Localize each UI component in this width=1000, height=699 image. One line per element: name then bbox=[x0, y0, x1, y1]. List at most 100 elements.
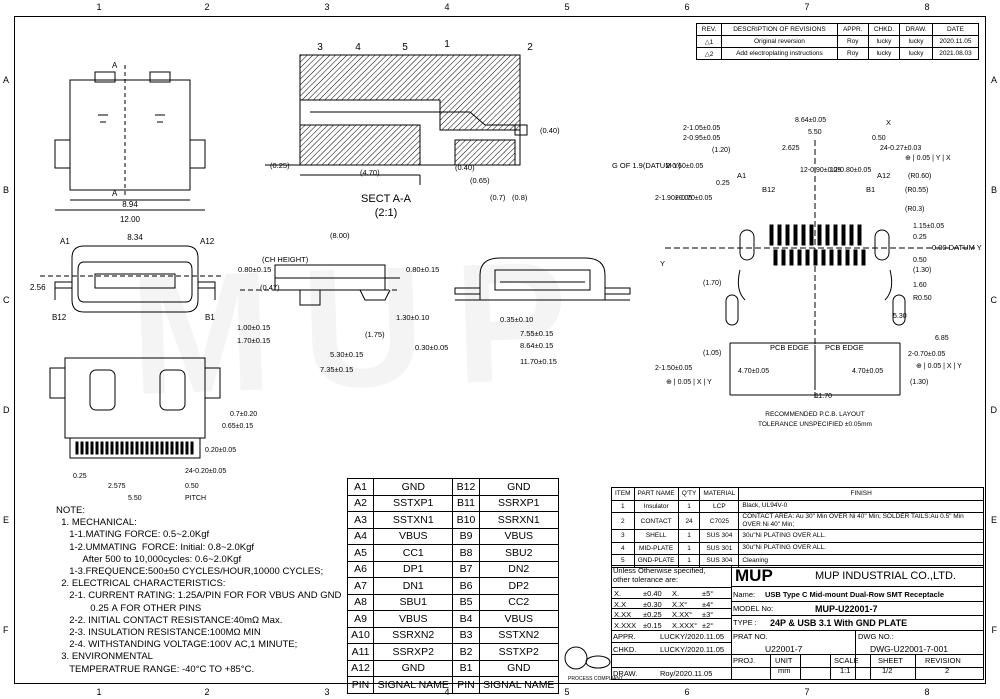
notes-block: NOTE: 1. MECHANICAL: 1-1.MATING FORCE: 0… bbox=[56, 505, 341, 676]
title-block-rule bbox=[611, 667, 984, 668]
contact-tail bbox=[155, 441, 159, 455]
pin-cell: A11 bbox=[346, 643, 375, 661]
section-mark: A bbox=[112, 61, 118, 70]
note-line: NOTE: bbox=[56, 505, 86, 516]
rohs-label: PROCESS COMPLIANT bbox=[568, 676, 624, 682]
zone-col-bottom: 6 bbox=[684, 687, 690, 697]
position-tolerance-box: ⊕ | 0.05 | X | Y bbox=[916, 363, 962, 370]
pcb-pad bbox=[845, 249, 850, 266]
pcb-pad bbox=[789, 249, 794, 266]
contact-tail bbox=[175, 441, 179, 455]
zone-row-left: B bbox=[3, 185, 10, 195]
parts-cell: SUS 304 bbox=[699, 554, 740, 568]
pin-cell: B1 bbox=[452, 659, 480, 677]
top-view-dim: 12.00 bbox=[120, 215, 141, 224]
parts-cell: Black, UL94V-0 bbox=[738, 499, 984, 513]
appr-value: LUCKY/2020.11.05 bbox=[660, 632, 725, 641]
zone-row-left: D bbox=[3, 405, 10, 415]
tolerance-value: ±5° bbox=[702, 589, 714, 598]
scale-label: SCALE bbox=[834, 656, 859, 665]
section-callout: 1 bbox=[444, 39, 450, 50]
contact-tail bbox=[135, 441, 139, 455]
pcb-dim: 11.70 bbox=[815, 393, 832, 400]
scale-value: 1:1 bbox=[840, 666, 851, 675]
zone-col-top: 2 bbox=[204, 2, 210, 12]
pin-cell: GND bbox=[373, 478, 454, 496]
side-view-dim: 1.30±0.10 bbox=[396, 313, 429, 322]
pin-cell: B4 bbox=[452, 610, 480, 628]
title-block-rule bbox=[611, 587, 731, 588]
pcb-label: A12 bbox=[877, 171, 890, 180]
section-callout: 2 bbox=[527, 42, 533, 53]
parts-header: PART NAME bbox=[633, 487, 679, 501]
contact-tail bbox=[75, 441, 79, 455]
pin-cell: A9 bbox=[346, 610, 375, 628]
revision-cell: lucky bbox=[867, 35, 901, 48]
revision-value: 2 bbox=[945, 666, 950, 675]
bottom-view-dim: 5.50 bbox=[128, 495, 142, 502]
title-block-rule bbox=[731, 601, 984, 602]
revision-cell: 2021.08.03 bbox=[931, 47, 980, 60]
note-line: 1. MECHANICAL: bbox=[56, 517, 137, 529]
pcb-dim: 1.15±0.05 bbox=[913, 223, 944, 230]
top-view-dim: 8.94 bbox=[122, 200, 138, 209]
side-view-dim: 0.80±0.15 bbox=[238, 265, 271, 274]
pcb-dim: (R0.55) bbox=[905, 187, 928, 194]
section-view bbox=[265, 54, 528, 185]
type-label: TYPE : bbox=[733, 618, 757, 627]
pcb-dim: 2-0.70±0.05 bbox=[908, 351, 945, 358]
pin-cell: B2 bbox=[452, 643, 480, 661]
parts-cell: 1 bbox=[677, 541, 701, 555]
bottom-view-dim: 2.575 bbox=[108, 483, 126, 490]
pcb-pad bbox=[825, 224, 830, 246]
pcb-dim: 4.70±0.05 bbox=[852, 368, 883, 375]
title-block-rule bbox=[611, 642, 731, 643]
pcb-pad bbox=[841, 224, 846, 246]
parts-cell: GND-PLATE bbox=[633, 554, 679, 568]
unit-value: mm bbox=[778, 666, 791, 675]
zone-row-left: C bbox=[3, 295, 10, 305]
pin-footer-cell: SIGNAL NAME bbox=[373, 676, 454, 694]
tolerance-key: X. bbox=[672, 589, 680, 598]
pcb-pad bbox=[813, 249, 818, 266]
title-block-rule bbox=[611, 618, 731, 619]
pcb-label: B12 bbox=[762, 185, 775, 194]
contact-tail bbox=[130, 441, 134, 455]
pin-cell: B11 bbox=[452, 494, 480, 512]
parts-cell: MID-PLATE bbox=[633, 541, 679, 555]
dwg-label: DWG NO.: bbox=[858, 632, 894, 641]
note-line: After 500 to 10,000cycles: 0.6~2.0Kgf bbox=[56, 553, 242, 565]
parts-cell: 2 bbox=[611, 512, 635, 530]
tolerance-key: X.XXX° bbox=[672, 620, 698, 630]
pin-cell: SSRXP2 bbox=[373, 643, 454, 661]
bottom-view bbox=[49, 357, 221, 459]
pcb-dim: 8.64±0.05 bbox=[795, 117, 826, 124]
front-view bbox=[40, 245, 222, 313]
pin-cell: A10 bbox=[346, 626, 375, 644]
tolerance-heading: Unless Otherwise specified, bbox=[613, 566, 706, 575]
zone-col-top: 8 bbox=[924, 2, 930, 12]
pin-position-label: B12 bbox=[52, 313, 67, 322]
zone-col-bottom: 8 bbox=[924, 687, 930, 697]
note-line: 2-4. WITHSTANDING VOLTAGE:100V AC,1 MINU… bbox=[56, 639, 298, 651]
revision-label: REVISION bbox=[925, 656, 961, 665]
pcb-label: A1 bbox=[737, 171, 746, 180]
pcb-dim: 2-0.95±0.05 bbox=[683, 135, 720, 142]
pin-cell: DP2 bbox=[478, 577, 560, 595]
tolerance-key: X.XXX bbox=[614, 620, 637, 630]
side-view-dim: (0.47) bbox=[260, 283, 280, 292]
pcb-pad bbox=[809, 224, 814, 246]
parts-cell: Insulator bbox=[633, 499, 679, 513]
pcb-pad bbox=[853, 249, 858, 266]
pcb-caption: TOLERANCE UNSPECIFIED ±0.05mm bbox=[758, 421, 872, 428]
pin-cell: DN2 bbox=[478, 560, 560, 578]
